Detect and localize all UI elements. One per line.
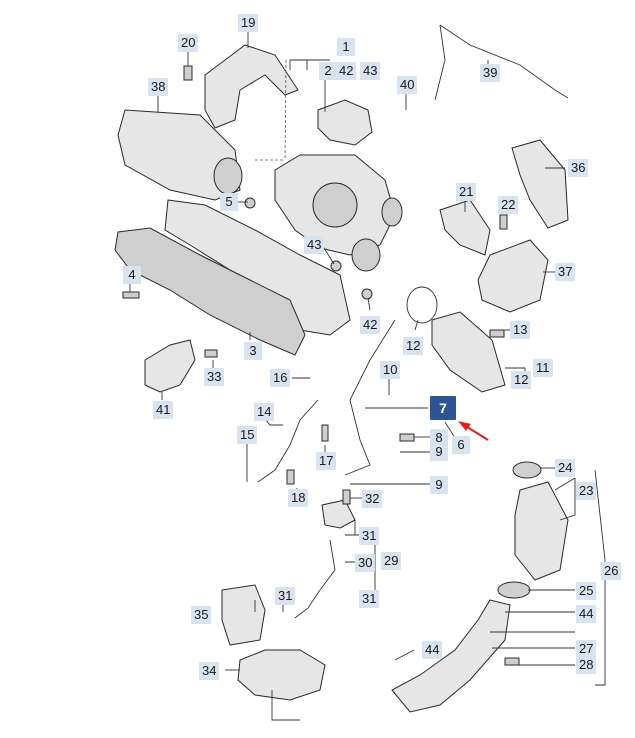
part-label-21: 21 — [456, 183, 477, 201]
intake-hose — [514, 481, 569, 581]
sensor-probe — [434, 24, 446, 101]
part-label-23: 23 — [576, 482, 597, 500]
part-label-9: 9 — [430, 443, 448, 461]
part-label-43: 43 — [360, 62, 381, 80]
part-label-35: 35 — [191, 606, 212, 624]
part-label-3: 3 — [244, 342, 262, 360]
converter-outlet — [213, 157, 243, 195]
part-label-13: 13 — [510, 321, 531, 339]
coolant-flange — [221, 584, 266, 646]
support-bracket — [144, 339, 196, 393]
charge-air-pipe — [391, 599, 511, 713]
turbine-outlet — [351, 238, 381, 272]
part-label-31: 31 — [359, 527, 380, 545]
part-label-29: 29 — [381, 552, 402, 570]
oil-return-pipe — [344, 319, 396, 476]
part-label-40: 40 — [397, 76, 418, 94]
turbine-wheel — [312, 182, 358, 228]
part-label-26: 26 — [601, 562, 622, 580]
part-label-16: 16 — [270, 369, 291, 387]
oil-filter-housing — [237, 649, 326, 701]
part-label-9-lower: 9 — [430, 476, 448, 494]
wastegate-actuator — [317, 99, 373, 146]
part-label-22: 22 — [498, 196, 519, 214]
part-label-11: 11 — [533, 359, 553, 377]
bolts — [122, 65, 520, 666]
part-label-14: 14 — [254, 403, 275, 421]
part-label-42: 42 — [336, 62, 357, 80]
part-label-32: 32 — [362, 490, 383, 508]
elbow-pipe — [477, 239, 549, 313]
part-label-1: 1 — [337, 38, 355, 56]
part-label-42-lower: 42 — [360, 316, 381, 334]
part-label-38: 38 — [148, 78, 169, 96]
part-label-5: 5 — [220, 193, 238, 211]
part-label-41: 41 — [153, 401, 174, 419]
part-label-12: 12 — [403, 337, 424, 355]
part-label-7-highlighted: 7 — [430, 396, 456, 420]
hose-bracket — [321, 499, 356, 529]
oil-feed-pipe — [257, 399, 319, 483]
part-label-18: 18 — [288, 489, 309, 507]
part-label-34: 34 — [199, 662, 220, 680]
red-arrow — [458, 421, 489, 441]
sealing-ring — [406, 286, 438, 324]
air-hose — [511, 139, 569, 229]
part-label-8: 8 — [430, 429, 448, 447]
compressor-outlet — [381, 197, 403, 227]
part-label-17: 17 — [316, 452, 337, 470]
part-label-31-lower: 31 — [359, 590, 380, 608]
part-label-25: 25 — [576, 582, 597, 600]
part-label-33: 33 — [204, 368, 225, 386]
part-label-27: 27 — [576, 640, 597, 658]
part-label-20: 20 — [178, 34, 199, 52]
coolant-hose — [294, 539, 336, 619]
part-label-30: 30 — [355, 554, 376, 572]
pre-catalyst — [431, 311, 506, 393]
hose-clamp — [512, 461, 542, 479]
part-label-10: 10 — [380, 361, 401, 379]
heat-shield — [204, 44, 299, 129]
sensor-wire — [439, 24, 569, 99]
part-label-19: 19 — [238, 14, 259, 32]
part-label-4: 4 — [123, 266, 141, 284]
part-label-28: 28 — [576, 656, 597, 674]
part-label-2: 2 — [319, 62, 337, 80]
part-label-43-lower: 43 — [304, 236, 325, 254]
catalytic-converter — [117, 109, 241, 201]
part-label-39: 39 — [480, 64, 501, 82]
exhaust-manifold — [164, 199, 351, 336]
part-label-44-lower: 44 — [422, 641, 443, 659]
part-label-15: 15 — [237, 426, 258, 444]
part-label-37: 37 — [555, 263, 576, 281]
part-label-12-lower: 12 — [511, 371, 532, 389]
part-label-6: 6 — [452, 436, 470, 454]
part-label-24: 24 — [555, 459, 576, 477]
clamp-ring — [497, 581, 531, 599]
part-label-31-bottom: 31 — [275, 587, 296, 605]
part-label-36: 36 — [568, 159, 589, 177]
part-label-44: 44 — [576, 605, 597, 623]
